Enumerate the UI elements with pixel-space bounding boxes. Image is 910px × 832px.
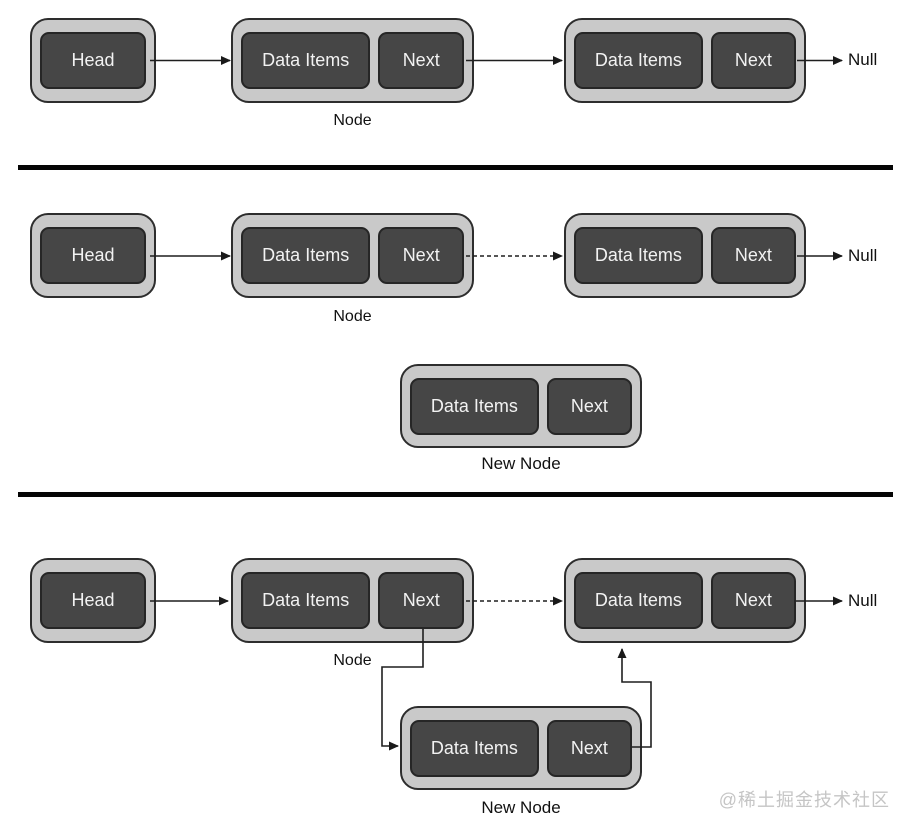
next-label: Next [402,50,440,70]
head-cell: Head [40,572,146,629]
data-items-cell: Data Items [410,719,539,777]
data-items-label: Data Items [594,245,682,265]
next-label: Next [734,590,772,610]
node-caption: Node [333,112,372,129]
data-items-cell: Data Items [574,572,703,629]
data-items-cell: Data Items [574,32,703,89]
data-items-label: Data Items [430,395,518,416]
data-items-cell: Data Items [241,572,371,629]
null-label: Null [848,246,878,265]
next-label: Next [570,395,608,416]
node-capsule: Data Items Next [564,213,806,298]
data-items-cell: Data Items [241,32,371,89]
node-caption: Node [333,652,372,669]
head-capsule: Head [30,558,156,643]
next-label: Next [402,590,440,610]
head-label: Head [71,245,115,265]
next-label: Next [734,50,772,70]
data-items-cell: Data Items [241,227,371,284]
head-cell: Head [40,227,146,284]
data-items-label: Data Items [594,50,682,70]
new-node-caption: New Node [481,798,561,817]
head-capsule: Head [30,18,156,103]
node-capsule: Data Items Next [564,558,806,643]
next-label: Next [570,737,608,758]
new-node-caption: New Node [481,454,561,473]
next-cell: Next [710,572,796,629]
node-capsule: Data Items Next [564,18,806,103]
next-cell: Next [546,719,632,777]
node-caption: Node [333,308,372,325]
data-items-label: Data Items [594,590,682,610]
node-capsule: Data Items Next [231,18,474,103]
next-cell: Next [378,572,464,629]
watermark: @稀土掘金技术社区 [718,790,890,810]
next-label: Next [734,245,772,265]
head-label: Head [71,50,115,70]
new-node-capsule: Data Items Next [400,706,642,790]
head-cell: Head [40,32,146,89]
head-label: Head [71,590,115,610]
next-cell: Next [378,32,464,89]
next-label: Next [402,245,440,265]
head-capsule: Head [30,213,156,298]
data-items-label: Data Items [262,50,350,70]
null-label: Null [848,591,878,610]
section-divider [18,165,893,170]
data-items-cell: Data Items [410,377,539,435]
section-divider [18,492,893,497]
next-cell: Next [378,227,464,284]
null-label: Null [848,50,878,69]
data-items-label: Data Items [262,590,350,610]
next-cell: Next [546,377,632,435]
next-cell: Next [710,32,796,89]
data-items-label: Data Items [262,245,350,265]
node-capsule: Data Items Next [231,213,474,298]
node-capsule: Data Items Next [231,558,474,643]
next-cell: Next [710,227,796,284]
data-items-label: Data Items [430,737,518,758]
new-node-capsule: Data Items Next [400,364,642,448]
data-items-cell: Data Items [574,227,703,284]
